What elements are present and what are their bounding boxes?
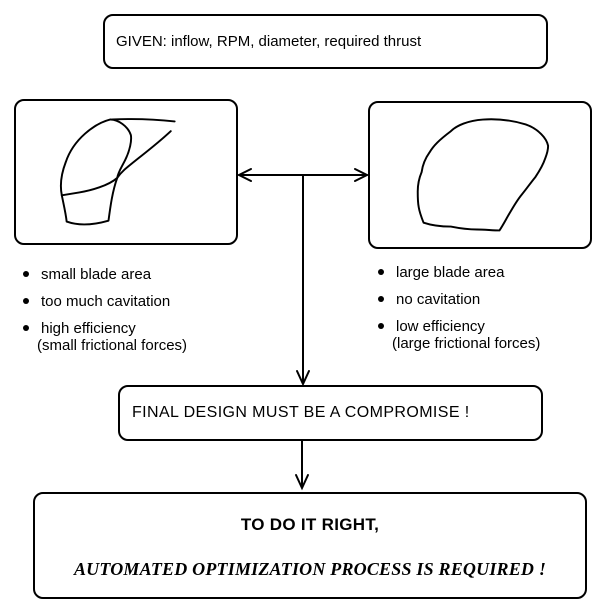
- narrow-blade-panel: [14, 99, 238, 245]
- wide-blade-panel: [368, 101, 592, 249]
- double-headed-arrow: [236, 168, 370, 182]
- bullet-dot-icon: [378, 323, 384, 329]
- list-item: large blade area: [378, 263, 540, 281]
- bullet-dot-icon: [23, 271, 29, 277]
- list-item-note: (small frictional forces): [37, 337, 188, 354]
- list-item: high efficiency: [23, 319, 187, 337]
- list-item-label: low efficiency: [396, 317, 485, 335]
- list-item-label: small blade area: [41, 265, 152, 283]
- arrow-to-conclusion: [295, 440, 309, 491]
- conclusion-box: TO DO IT RIGHT, AUTOMATED OPTIMIZATION P…: [33, 492, 587, 599]
- narrow-blade-drawing: [59, 118, 176, 226]
- wide-blade-tradeoffs-list: large blade area no cavitation low effic…: [378, 263, 541, 352]
- list-item-label: too much cavitation: [41, 292, 171, 310]
- list-item-note: (large frictional forces): [392, 335, 541, 352]
- bullet-dot-icon: [378, 269, 384, 275]
- narrow-blade-tradeoffs-list: small blade area too much cavitation hig…: [23, 265, 188, 354]
- list-item: no cavitation: [378, 290, 540, 308]
- compromise-box-label: FINAL DESIGN MUST BE A COMPROMISE !: [132, 404, 470, 421]
- bullet-dot-icon: [23, 298, 29, 304]
- list-item-label: no cavitation: [396, 290, 481, 308]
- given-box-label: GIVEN: inflow, RPM, diameter, required t…: [116, 33, 422, 50]
- arrow-to-compromise: [296, 174, 310, 387]
- list-item: small blade area: [23, 265, 187, 283]
- list-item: too much cavitation: [23, 292, 187, 310]
- conclusion-emphasis: AUTOMATED OPTIMIZATION PROCESS IS REQUIR…: [73, 559, 547, 579]
- bullet-dot-icon: [23, 325, 29, 331]
- wide-blade-drawing: [416, 118, 550, 232]
- given-box: GIVEN: inflow, RPM, diameter, required t…: [103, 14, 548, 69]
- conclusion-headline: TO DO IT RIGHT,: [240, 515, 380, 534]
- list-item: low efficiency: [378, 317, 540, 335]
- list-item-label: high efficiency: [41, 319, 136, 337]
- compromise-box: FINAL DESIGN MUST BE A COMPROMISE !: [118, 385, 543, 441]
- bullet-dot-icon: [378, 296, 384, 302]
- list-item-label: large blade area: [396, 263, 505, 281]
